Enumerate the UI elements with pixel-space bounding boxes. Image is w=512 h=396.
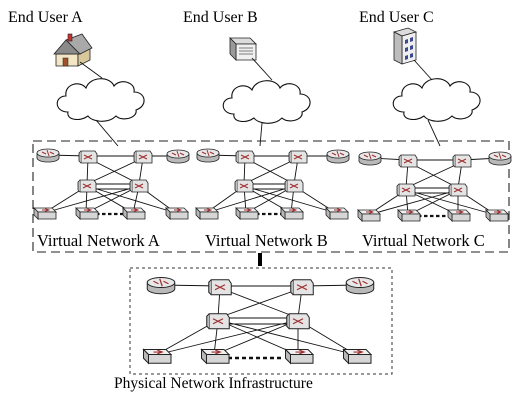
core-switch-icon [452, 154, 472, 168]
access-switch-icon [447, 209, 471, 222]
access-switch-icon [75, 207, 99, 220]
core-switch-icon [396, 183, 416, 197]
core-switch-icon [286, 313, 310, 330]
access-switch-icon [280, 207, 304, 220]
core-switch-icon [284, 179, 304, 193]
access-switch-icon [325, 207, 349, 220]
router-icon [196, 148, 220, 163]
access-switch-icon [485, 209, 509, 222]
end-user-b-label: End User B [183, 9, 258, 26]
router-icon [345, 276, 375, 295]
router-icon [36, 148, 60, 163]
access-switch-icon [342, 348, 372, 364]
virtual-network-b [195, 148, 350, 220]
access-switch-icon [235, 207, 259, 220]
access-switch-icon [33, 207, 57, 220]
end-user-c-label: End User C [359, 9, 434, 26]
core-switch-icon [129, 179, 149, 193]
end-user-a-label: End User A [8, 9, 83, 26]
building-icon [392, 27, 418, 65]
core-switch-icon [208, 279, 232, 296]
core-switch-icon [234, 179, 254, 193]
core-switch-icon [133, 150, 153, 164]
access-switch-icon [165, 207, 189, 220]
access-switch-icon [122, 207, 146, 220]
router-icon [326, 149, 350, 164]
cloud-icon [392, 78, 481, 122]
core-switch-icon [448, 183, 468, 197]
router-icon [358, 151, 382, 166]
house-icon [53, 33, 93, 67]
virtual-network-c [357, 151, 512, 222]
virtual-networks-box [32, 140, 510, 253]
physical-network-label: Physical Network Infrastructure [114, 375, 313, 392]
cloud-icon [222, 80, 311, 124]
access-switch-icon [200, 348, 230, 364]
access-switch-icon [397, 209, 421, 222]
core-switch-icon [288, 150, 308, 164]
router-icon [166, 149, 190, 164]
virtual-network-b-label: Virtual Network B [205, 231, 328, 250]
access-switch-icon [142, 348, 172, 364]
physical-network [142, 276, 375, 364]
core-switch-icon [398, 154, 418, 168]
access-switch-icon [357, 209, 381, 222]
core-switch-icon [290, 279, 314, 296]
physical-network-box [129, 267, 393, 375]
router-icon [488, 151, 512, 166]
core-switch-icon [235, 150, 255, 164]
server-icon [229, 37, 257, 61]
virtual-network-a [33, 148, 190, 220]
core-switch-icon [78, 150, 98, 164]
core-switch-icon [77, 179, 97, 193]
access-switch-icon [284, 348, 314, 364]
virtual-network-c-label: Virtual Network C [362, 231, 485, 250]
cloud-icon [56, 78, 145, 122]
router-icon [146, 276, 176, 295]
mapping-connector [258, 253, 262, 266]
core-switch-icon [206, 313, 230, 330]
virtual-network-a-label: Virtual Network A [37, 231, 160, 250]
access-switch-icon [195, 207, 219, 220]
